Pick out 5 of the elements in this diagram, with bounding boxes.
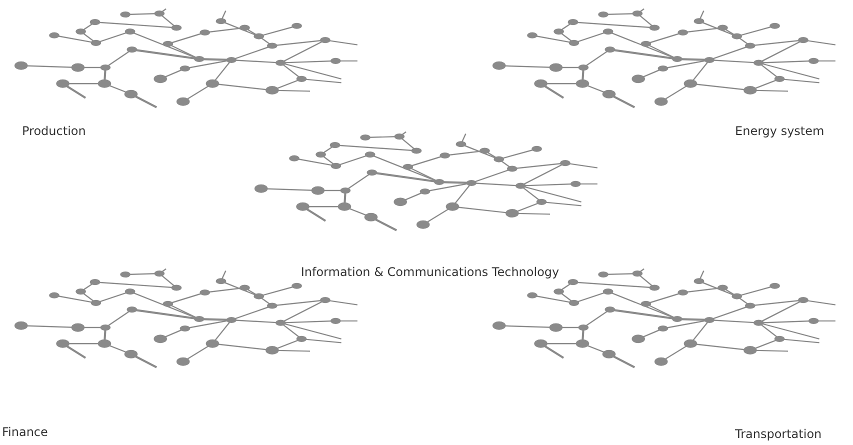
section-label: Transportation [735, 427, 822, 442]
section-label: Finance [2, 425, 48, 440]
section-label: Production [22, 124, 86, 139]
section-label: Energy system [735, 124, 824, 139]
section-label: Information & Communications Technology [300, 265, 560, 280]
